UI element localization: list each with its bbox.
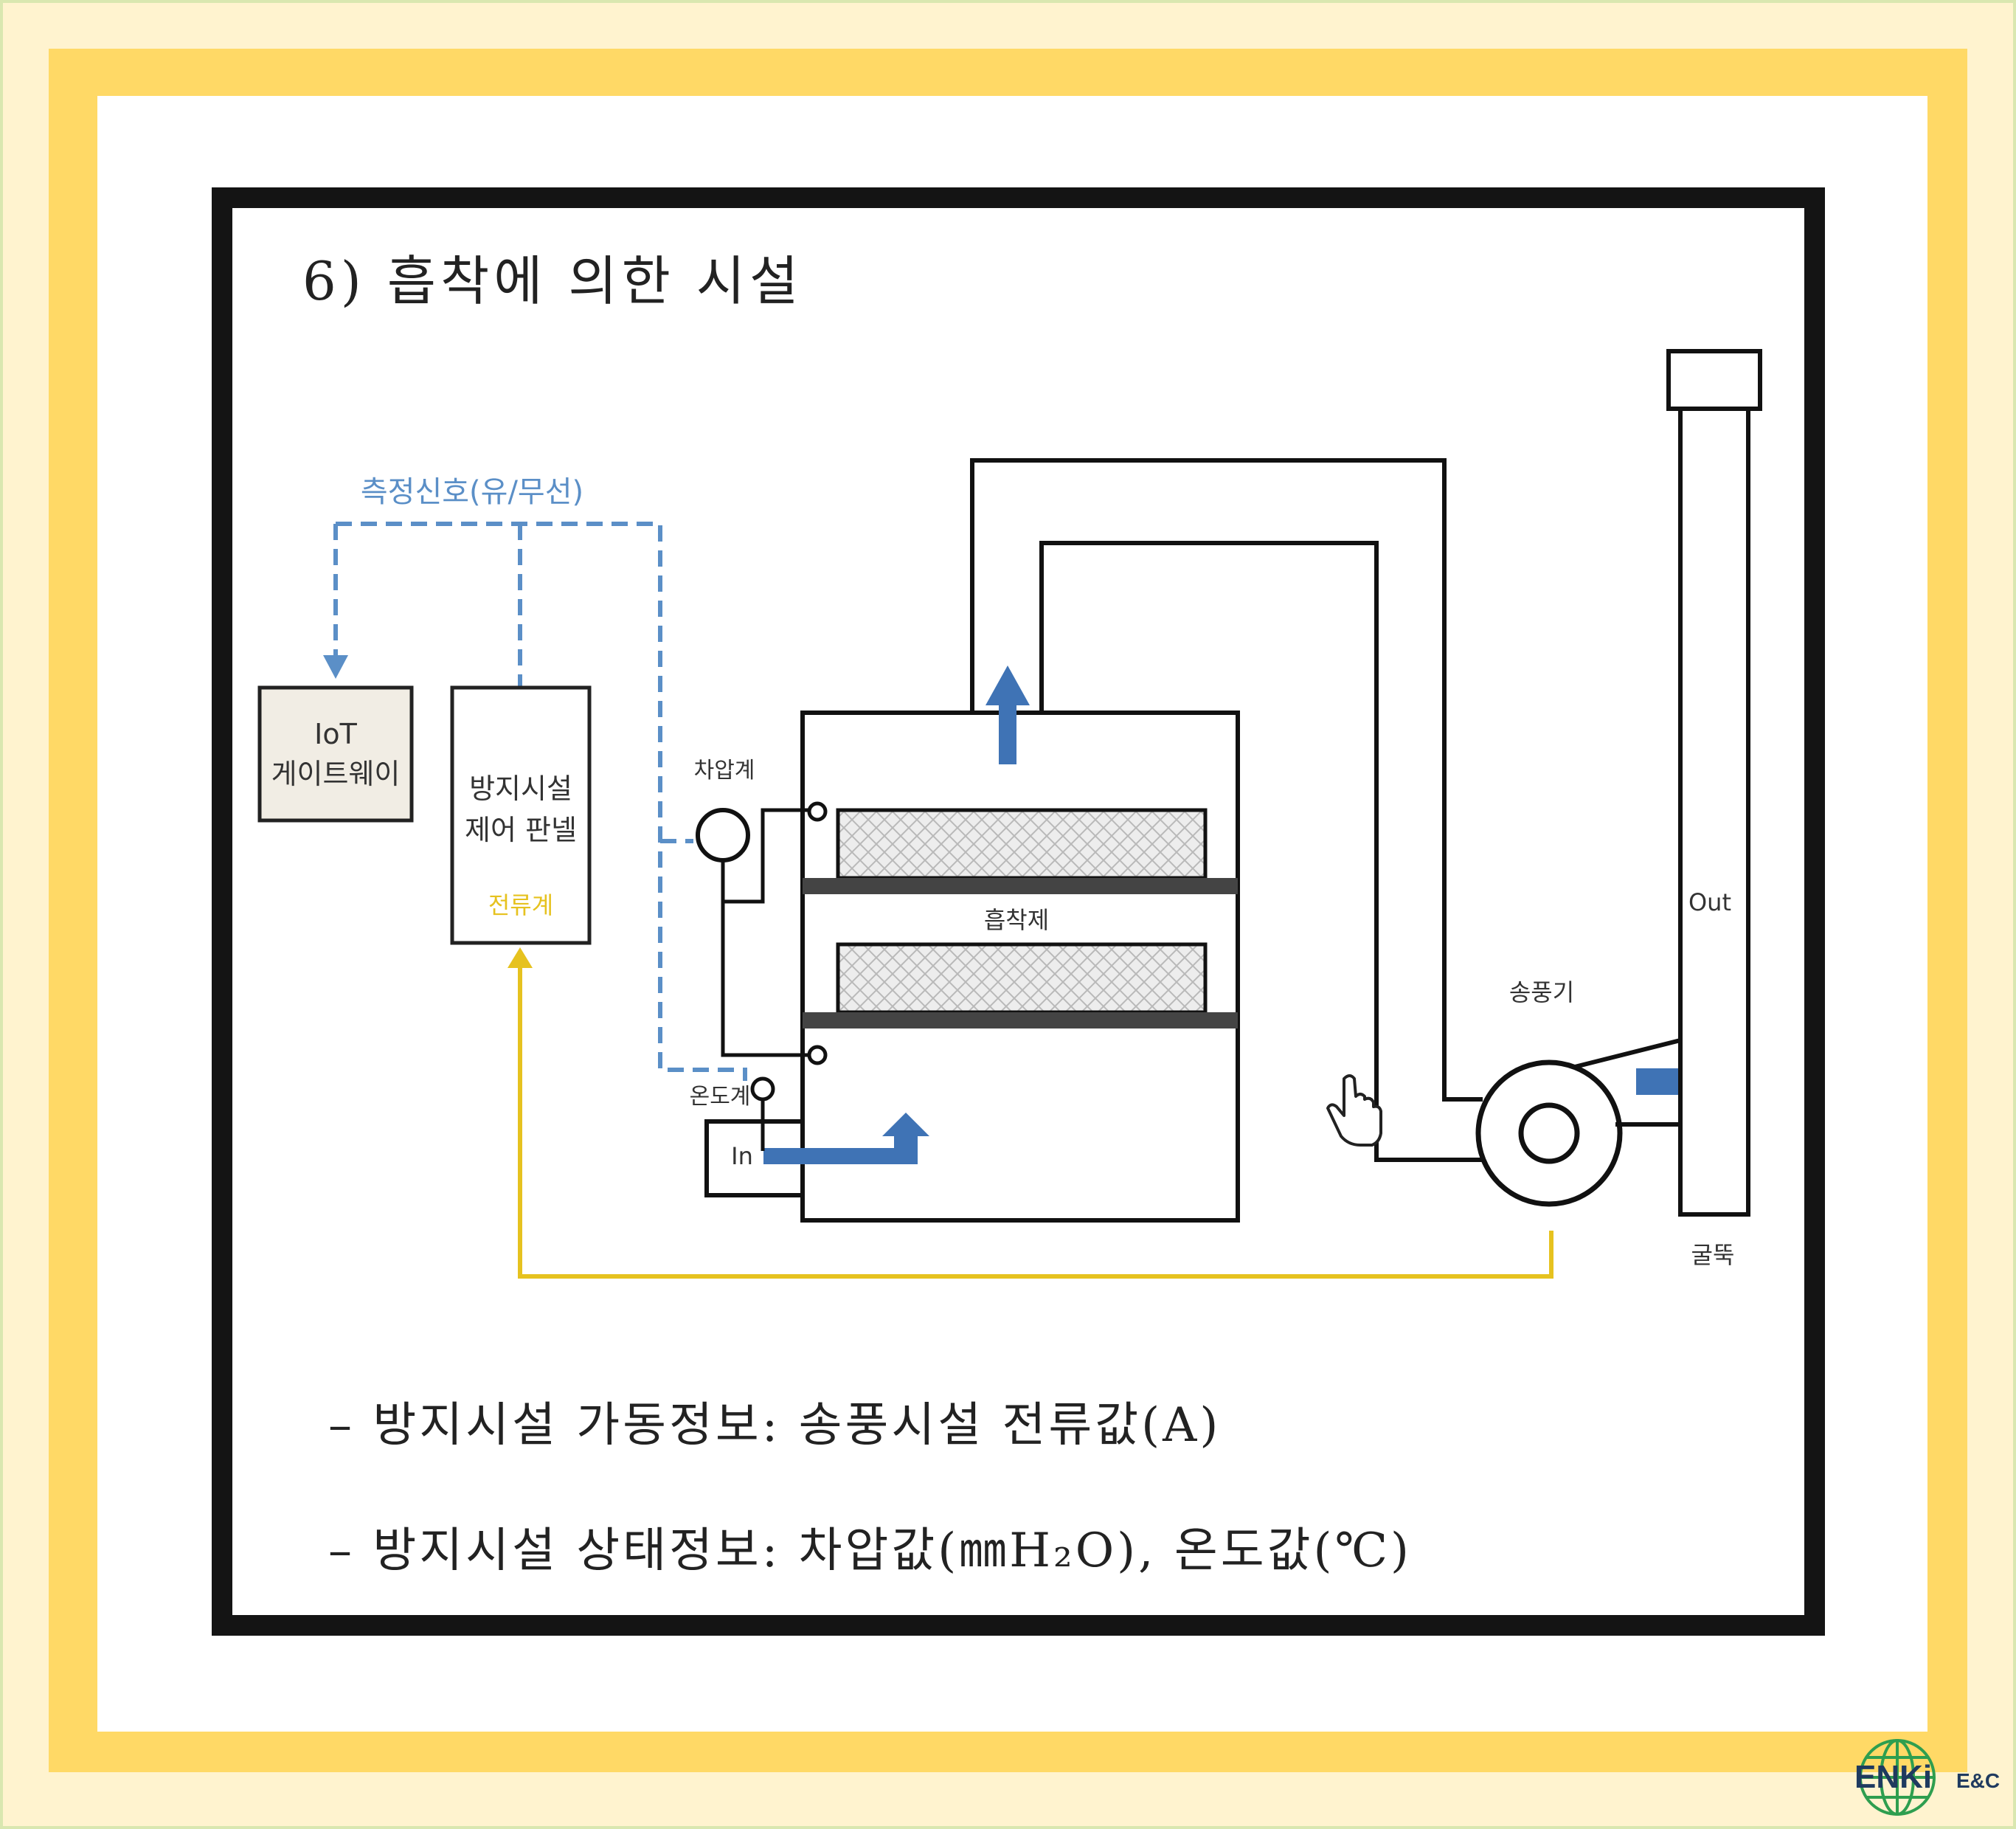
control-panel-label-line2: 제어 판넬 <box>465 814 577 846</box>
bullet-status-info: – 방지시설 상태정보: 차압값(㎜H₂O), 온도값(℃) <box>328 1524 1413 1578</box>
stack-label: 굴뚝 <box>1691 1241 1735 1269</box>
bullet-operation-info: – 방지시설 가동정보: 송풍시설 전류값(A) <box>328 1398 1222 1453</box>
adsorbent-label: 흡착제 <box>984 906 1049 934</box>
stack-body <box>1678 407 1750 1217</box>
signal-label: 측정신호(유/무선) <box>361 475 583 509</box>
outlet-duct-outer <box>970 458 1483 1102</box>
iot-gateway-label-line1: IoT <box>314 718 357 750</box>
logo-wordmark: ENKi <box>1854 1759 1933 1795</box>
adsorbent-bed-lower <box>836 942 1208 1014</box>
pressure-tap-lower <box>721 860 813 1057</box>
control-panel-box <box>450 685 592 945</box>
current-signal-line <box>518 967 1553 1279</box>
slide-title: 6) 흡착에 의한 시설 <box>302 250 803 312</box>
signal-arrowhead <box>323 655 348 679</box>
inlet-label: In <box>731 1142 753 1170</box>
temperature-meter-icon <box>750 1076 775 1102</box>
control-panel-label-line1: 방지시설 <box>469 772 572 805</box>
signal-lines <box>333 522 747 1081</box>
support-plate-lower <box>803 1012 1238 1028</box>
temperature-meter-label: 온도계 <box>690 1084 751 1110</box>
adsorbent-bed-upper <box>836 808 1208 880</box>
ammeter-label: 전류계 <box>488 891 553 919</box>
company-logo <box>1859 1739 1936 1816</box>
blower-label: 송풍기 <box>1509 978 1574 1006</box>
support-plate-upper <box>803 878 1238 894</box>
stack-cap <box>1666 349 1762 411</box>
iot-gateway-label-line2: 게이트웨이 <box>271 758 401 790</box>
pressure-meter-icon <box>696 808 750 862</box>
hand-pointer-icon <box>1326 1074 1382 1147</box>
current-signal-arrowhead <box>508 947 533 968</box>
inlet-flow-arrow <box>763 1113 929 1164</box>
blower-impeller <box>1518 1102 1580 1164</box>
globe-icon <box>1859 1739 1936 1816</box>
blower <box>1475 1037 1683 1207</box>
outlet-flow-arrow <box>986 665 1030 764</box>
pressure-meter-label: 차압계 <box>694 758 755 784</box>
outlet-label: Out <box>1688 888 1731 916</box>
logo-suffix: E&C <box>1956 1769 2001 1792</box>
outlet-duct-inner <box>1039 541 1483 1162</box>
iot-gateway-box <box>257 685 414 823</box>
inlet-duct <box>704 1119 803 1197</box>
